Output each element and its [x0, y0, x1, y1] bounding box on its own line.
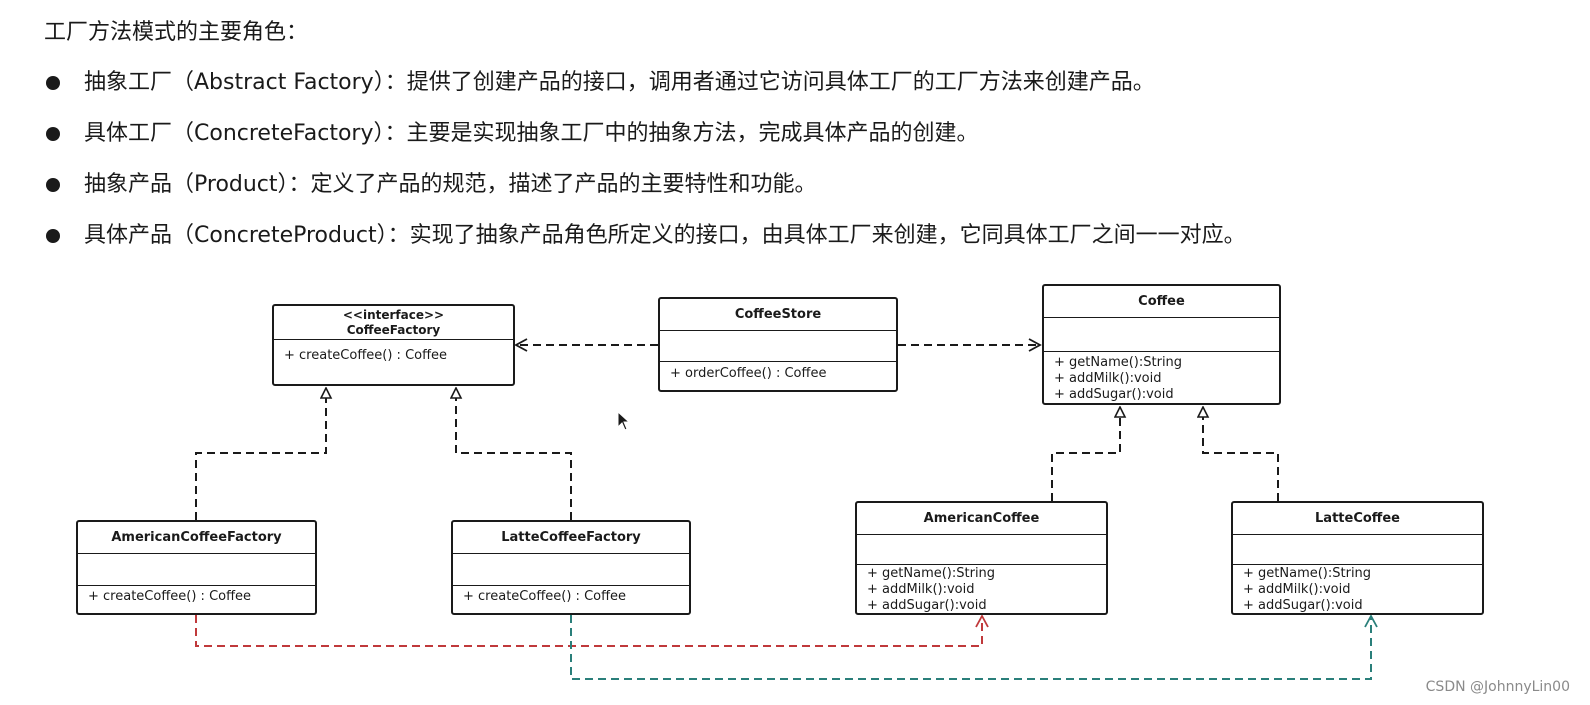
bullet-dot-icon — [46, 178, 60, 192]
role-text: 抽象工厂（Abstract Factory）：提供了创建产品的接口，调用者通过它… — [84, 70, 1155, 95]
method-line: + addMilk():void — [1243, 582, 1351, 597]
method-line: + createCoffee() : Coffee — [88, 589, 252, 604]
bullet-dot-icon — [46, 127, 60, 141]
role-text: 抽象产品（Product）：定义了产品的规范，描述了产品的主要特性和功能。 — [84, 172, 817, 197]
bullet-dot-icon — [46, 229, 60, 243]
stereotype-label: <<interface>> — [342, 307, 445, 322]
realization-latte-factory — [456, 388, 572, 520]
class-name: LatteCoffeeFactory — [453, 522, 689, 554]
class-coffee-store[interactable]: CoffeeStore + orderCoffee() : Coffee — [658, 297, 898, 392]
class-latte-coffee-factory[interactable]: LatteCoffeeFactory + createCoffee() : Co… — [451, 520, 691, 615]
creates-latte-coffee — [570, 614, 1378, 680]
method-line: + addSugar():void — [867, 598, 987, 613]
method-line: + createCoffee() : Coffee — [284, 348, 448, 363]
class-american-coffee-factory[interactable]: AmericanCoffeeFactory + createCoffee() :… — [76, 520, 317, 615]
class-name: CoffeeStore — [660, 299, 896, 331]
role-item-concrete-factory: 具体工厂（ConcreteFactory）：主要是实现抽象工厂中的抽象方法，完成… — [44, 117, 1246, 168]
role-item-abstract-factory: 抽象工厂（Abstract Factory）：提供了创建产品的接口，调用者通过它… — [44, 66, 1246, 117]
realization-american-factory — [195, 388, 326, 520]
class-latte-coffee[interactable]: LatteCoffee + getName():String + addMilk… — [1231, 501, 1484, 615]
class-coffee-factory[interactable]: <<interface>> CoffeeFactory + createCoff… — [272, 304, 515, 386]
role-list: 抽象工厂（Abstract Factory）：提供了创建产品的接口，调用者通过它… — [44, 66, 1246, 270]
class-attributes — [78, 554, 315, 586]
class-methods: + getName():String + addMilk():void + ad… — [857, 565, 1106, 618]
bullet-dot-icon — [46, 76, 60, 90]
class-name: Coffee — [1044, 286, 1279, 318]
method-line: + addSugar():void — [1054, 387, 1174, 402]
realization-american-coffee — [1051, 407, 1120, 501]
method-line: + createCoffee() : Coffee — [463, 589, 627, 604]
class-methods: + createCoffee() : Coffee — [274, 340, 513, 368]
class-header: <<interface>> CoffeeFactory — [274, 306, 513, 340]
page-heading: 工厂方法模式的主要角色： — [44, 20, 309, 45]
method-line: + addMilk():void — [867, 582, 975, 597]
role-item-product: 抽象产品（Product）：定义了产品的规范，描述了产品的主要特性和功能。 — [44, 168, 1246, 219]
class-methods: + orderCoffee() : Coffee — [660, 362, 896, 386]
class-name: CoffeeFactory — [346, 322, 441, 337]
class-attributes — [1233, 535, 1482, 565]
method-line: + orderCoffee() : Coffee — [670, 366, 827, 381]
class-attributes — [857, 535, 1106, 565]
role-item-concrete-product: 具体产品（ConcreteProduct）：实现了抽象产品角色所定义的接口，由具… — [44, 219, 1246, 270]
class-methods: + createCoffee() : Coffee — [453, 586, 689, 609]
method-line: + getName():String — [1243, 566, 1372, 581]
class-attributes — [660, 331, 896, 362]
class-attributes — [453, 554, 689, 586]
class-methods: + getName():String + addMilk():void + ad… — [1233, 565, 1482, 618]
mouse-cursor-icon — [617, 411, 631, 431]
method-line: + addSugar():void — [1243, 598, 1363, 613]
watermark: CSDN @JohnnyLin00 — [1425, 679, 1570, 695]
role-text: 具体产品（ConcreteProduct）：实现了抽象产品角色所定义的接口，由具… — [84, 223, 1246, 248]
class-coffee[interactable]: Coffee + getName():String + addMilk():vo… — [1042, 284, 1281, 405]
method-line: + getName():String — [867, 566, 996, 581]
class-name: AmericanCoffeeFactory — [78, 522, 315, 554]
class-methods: + getName():String + addMilk():void + ad… — [1044, 352, 1279, 407]
method-line: + getName():String — [1054, 355, 1183, 370]
creates-american-coffee — [195, 614, 989, 647]
class-name: LatteCoffee — [1233, 503, 1482, 535]
class-american-coffee[interactable]: AmericanCoffee + getName():String + addM… — [855, 501, 1108, 615]
role-text: 具体工厂（ConcreteFactory）：主要是实现抽象工厂中的抽象方法，完成… — [84, 121, 979, 146]
realization-latte-coffee — [1203, 407, 1279, 501]
class-attributes — [1044, 318, 1279, 352]
method-line: + addMilk():void — [1054, 371, 1162, 386]
class-name: AmericanCoffee — [857, 503, 1106, 535]
class-methods: + createCoffee() : Coffee — [78, 586, 315, 609]
